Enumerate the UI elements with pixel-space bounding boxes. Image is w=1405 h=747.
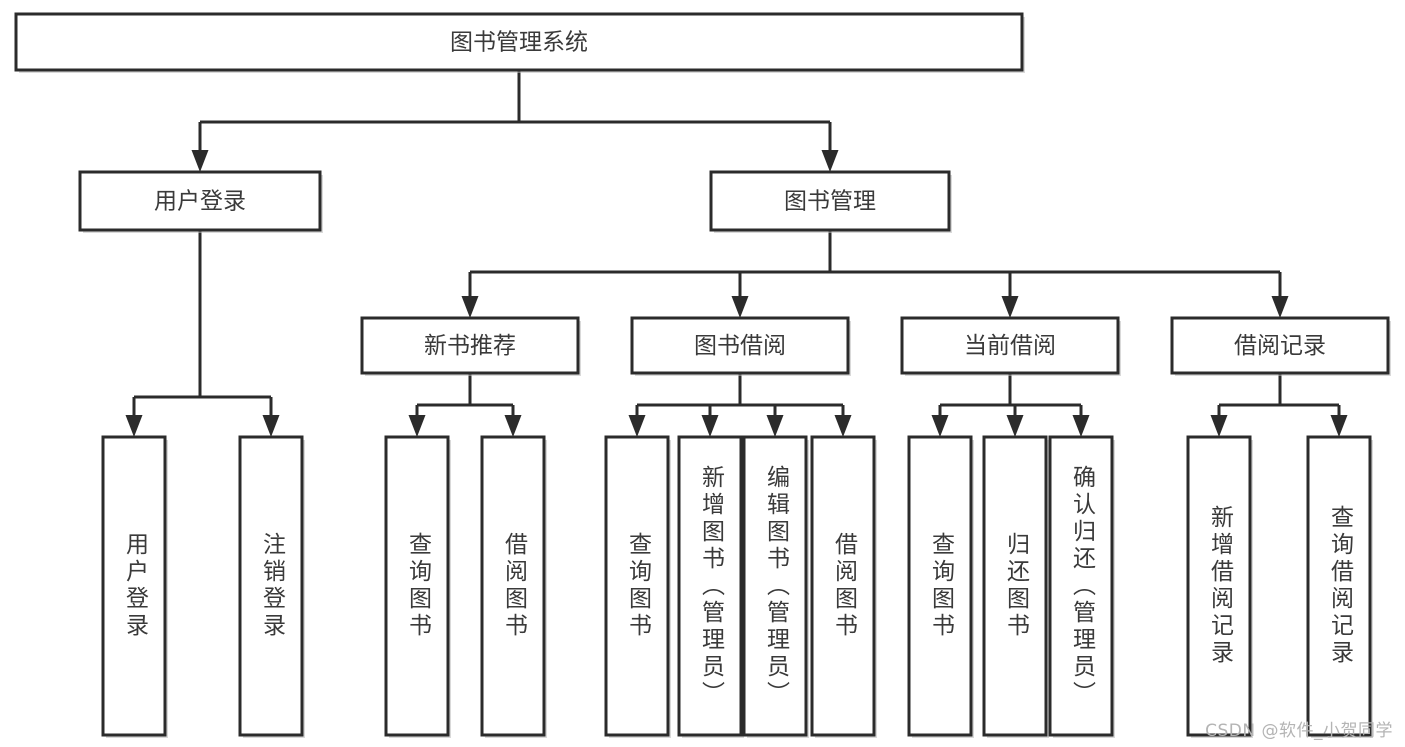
arrow-head-icon: [834, 415, 852, 437]
node-box-user-login-do[interactable]: [101, 435, 167, 737]
node-box-cb-query-book[interactable]: [907, 435, 973, 737]
connector-group-new-book-recommend: [408, 373, 522, 437]
node-label-book-borrow: 图书借阅: [694, 333, 786, 359]
connector-group-book-borrow: [628, 373, 852, 437]
node-label-new-book-recommend: 新书推荐: [424, 333, 516, 359]
node-label-current-borrow: 当前借阅: [964, 333, 1056, 359]
arrow-head-icon: [1006, 415, 1024, 437]
watermark-text: CSDN @软件_小贺同学: [1205, 721, 1393, 741]
node-box-user-logout[interactable]: [238, 435, 304, 737]
node-box-layer: [14, 12, 1391, 738]
arrow-head-icon: [504, 415, 522, 437]
node-box-nbr-query-book[interactable]: [384, 435, 450, 737]
arrow-head-icon: [1271, 296, 1289, 318]
arrow-head-icon: [701, 415, 719, 437]
arrow-head-icon: [931, 415, 949, 437]
node-box-nbr-borrow-book[interactable]: [480, 435, 546, 737]
connector-group-user-login: [125, 230, 280, 437]
node-box-borrow-record[interactable]: [1170, 316, 1390, 375]
node-box-br-add-record[interactable]: [1186, 435, 1252, 737]
connector-layer: [125, 70, 1348, 437]
node-box-bb-query-book[interactable]: [604, 435, 670, 737]
arrow-head-icon: [731, 296, 749, 318]
arrow-head-icon: [461, 296, 479, 318]
arrow-head-icon: [1072, 415, 1090, 437]
arrow-head-icon: [125, 415, 143, 437]
node-label-book-management: 图书管理: [784, 189, 876, 215]
arrow-head-icon: [1330, 415, 1348, 437]
node-box-br-query-record[interactable]: [1306, 435, 1372, 737]
arrow-head-icon: [191, 150, 209, 172]
connector-group-root: [191, 70, 839, 172]
connector-group-current-borrow: [931, 373, 1090, 437]
node-box-bb-edit-book[interactable]: [742, 435, 808, 737]
node-box-cb-return-book[interactable]: [982, 435, 1048, 737]
arrow-head-icon: [766, 415, 784, 437]
node-box-book-borrow[interactable]: [630, 316, 850, 375]
arrow-head-icon: [628, 415, 646, 437]
node-box-bb-add-book[interactable]: [677, 435, 743, 737]
arrow-head-icon: [262, 415, 280, 437]
node-label-user-login: 用户登录: [154, 189, 246, 215]
arrow-head-icon: [821, 150, 839, 172]
arrow-head-icon: [1001, 296, 1019, 318]
node-box-book-management[interactable]: [709, 170, 951, 232]
arrow-head-icon: [408, 415, 426, 437]
node-box-new-book-recommend[interactable]: [360, 316, 580, 375]
connector-group-borrow-record: [1210, 373, 1348, 437]
node-label-borrow-record: 借阅记录: [1234, 333, 1326, 359]
node-box-cb-confirm-return[interactable]: [1048, 435, 1114, 737]
node-box-root[interactable]: [14, 12, 1024, 72]
node-box-bb-borrow-book[interactable]: [810, 435, 876, 737]
node-box-user-login[interactable]: [78, 170, 322, 232]
arrow-head-icon: [1210, 415, 1228, 437]
node-box-current-borrow[interactable]: [900, 316, 1120, 375]
node-label-root: 图书管理系统: [450, 30, 588, 56]
connector-group-book-management: [461, 230, 1289, 318]
